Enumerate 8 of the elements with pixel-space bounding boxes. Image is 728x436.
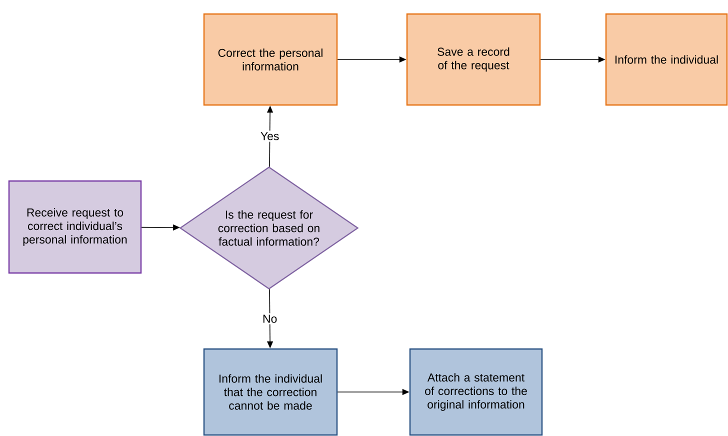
process-box: Inform the individual that the correction cannot be made (203, 348, 338, 436)
process-box: Attach a statement of corrections to the original information (409, 348, 543, 436)
process-box: Inform the individual (605, 13, 728, 106)
edge-label: Yes (258, 130, 281, 142)
process-box: Receive request to correct individual’s personal information (8, 180, 142, 274)
edge-label: No (260, 313, 279, 324)
process-box: Save a record of the request (406, 13, 541, 106)
process-box: Correct the personal information (203, 13, 338, 106)
